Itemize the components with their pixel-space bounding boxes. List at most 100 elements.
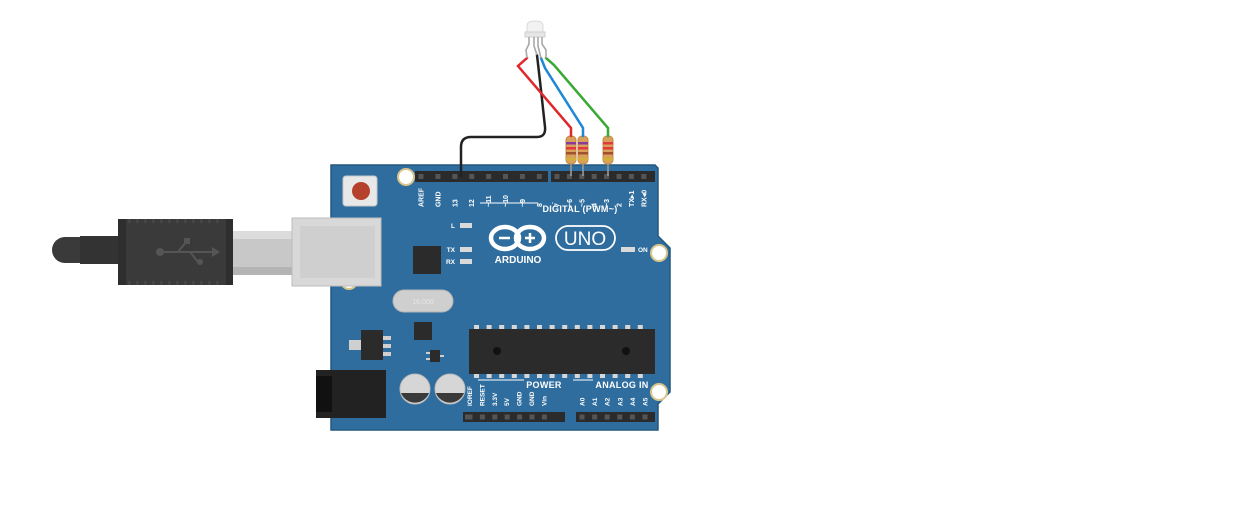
infinity-logo-icon	[488, 224, 547, 252]
chip-pin	[511, 325, 517, 329]
chip-pin	[486, 374, 492, 378]
reset-button[interactable]	[342, 175, 378, 207]
resistor-band	[603, 147, 613, 150]
header-pin-hole[interactable]	[486, 174, 492, 179]
pin-label: AREF	[419, 187, 426, 207]
header-pin-hole[interactable]	[435, 174, 441, 179]
led-tx-label: TX	[447, 247, 456, 254]
mounting-hole	[650, 244, 668, 262]
chip-pin	[587, 374, 593, 378]
header-pin-hole[interactable]	[629, 414, 635, 420]
header-pin-hole[interactable]	[469, 174, 475, 179]
header-pin-hole[interactable]	[503, 174, 508, 179]
dc-power-jack	[316, 370, 386, 418]
header-pin-hole[interactable]	[591, 174, 597, 179]
chip-pin	[574, 325, 580, 329]
mounting-hole	[650, 383, 668, 401]
analog-header-label: ANALOG IN	[595, 380, 648, 390]
pin-label: 5V	[504, 397, 511, 406]
pin-label: 12	[469, 199, 476, 207]
header-pin-hole[interactable]	[617, 414, 623, 420]
pin-label: GND	[517, 391, 524, 406]
header-pin-hole[interactable]	[641, 174, 647, 179]
resistor[interactable]	[577, 128, 589, 176]
chip-pin	[549, 374, 555, 378]
header-pin-hole[interactable]	[616, 174, 622, 179]
chip-pin	[637, 374, 643, 378]
header-pin-hole[interactable]	[628, 174, 634, 179]
chip-pin	[600, 374, 605, 378]
brand-label: ARDUINO	[495, 255, 542, 266]
pin-label: ~11	[486, 195, 493, 207]
capacitor	[434, 373, 466, 405]
crystal-oscillator: 16.000	[392, 289, 454, 313]
header-pin-hole[interactable]	[541, 414, 547, 420]
usb-symbol-icon	[156, 238, 220, 265]
header-pin-hole[interactable]	[504, 414, 510, 420]
pin-label: A5	[643, 397, 650, 406]
chip-pin	[612, 374, 618, 378]
crystal-marking: 16.000	[412, 299, 434, 306]
resistor[interactable]	[602, 128, 614, 176]
chip-pin	[524, 374, 530, 378]
arduino-uno-board[interactable]: 16.000	[291, 164, 671, 431]
usb-cable[interactable]	[52, 219, 293, 285]
wire-gnd[interactable]	[459, 53, 547, 178]
power-header-label: POWER	[526, 380, 562, 390]
mounting-hole	[397, 168, 415, 186]
header-pin-hole[interactable]	[604, 414, 610, 420]
resistor[interactable]	[565, 128, 577, 176]
rgb-led[interactable]	[524, 20, 547, 59]
header-pin-hole[interactable]	[579, 414, 585, 420]
header-pin-hole[interactable]	[519, 174, 525, 179]
pin-label: 13	[452, 199, 459, 207]
chip-pin	[587, 325, 593, 329]
pin-label: A2	[605, 397, 612, 406]
header-pin-hole[interactable]	[604, 174, 610, 179]
wire-blue[interactable]	[539, 56, 585, 138]
pin-label: TX▸1	[629, 191, 636, 207]
header-pin-hole[interactable]	[492, 414, 498, 420]
pin-label: 7	[555, 203, 562, 207]
chip-pin	[612, 325, 618, 329]
header-pin-hole[interactable]	[536, 174, 542, 179]
header-pin-hole[interactable]	[592, 414, 598, 420]
wire-green[interactable]	[544, 56, 610, 138]
chip-pin	[537, 374, 542, 378]
chip-pin	[637, 325, 643, 329]
chip-pin	[486, 325, 492, 329]
header-pin-hole[interactable]	[566, 174, 572, 179]
header-pin-hole[interactable]	[642, 414, 648, 420]
pin-label: 3.3V	[492, 392, 499, 406]
pin-label: ~5	[579, 199, 586, 207]
header-pin-hole[interactable]	[579, 174, 585, 179]
pin-label: A3	[617, 397, 624, 406]
header-pin-hole[interactable]	[418, 174, 424, 179]
chip-pin	[625, 374, 631, 378]
wire-red[interactable]	[516, 56, 573, 138]
small-chip	[414, 322, 432, 340]
header-pin-hole[interactable]	[517, 414, 523, 420]
chip-pin	[474, 374, 479, 378]
header-pin-hole[interactable]	[529, 414, 535, 420]
header-pin-hole[interactable]	[452, 174, 458, 179]
pin-label: Vin	[541, 396, 548, 406]
header-pin-hole[interactable]	[479, 414, 485, 420]
header-pin-hole[interactable]	[467, 414, 473, 420]
chip-pin	[600, 325, 605, 329]
resistor-band	[578, 142, 588, 145]
pin-label: A1	[592, 397, 599, 406]
model-label: UNO	[564, 229, 606, 250]
header-pin-hole[interactable]	[554, 174, 560, 179]
chip-pin	[562, 325, 568, 329]
atmega-microcontroller	[469, 325, 655, 378]
pin-label: GND	[529, 391, 536, 406]
header-pin-hole[interactable]	[465, 414, 469, 420]
led-indicators: L TX RX ON	[446, 223, 648, 266]
resistor-band	[566, 158, 576, 161]
led-l-label: L	[451, 223, 455, 230]
